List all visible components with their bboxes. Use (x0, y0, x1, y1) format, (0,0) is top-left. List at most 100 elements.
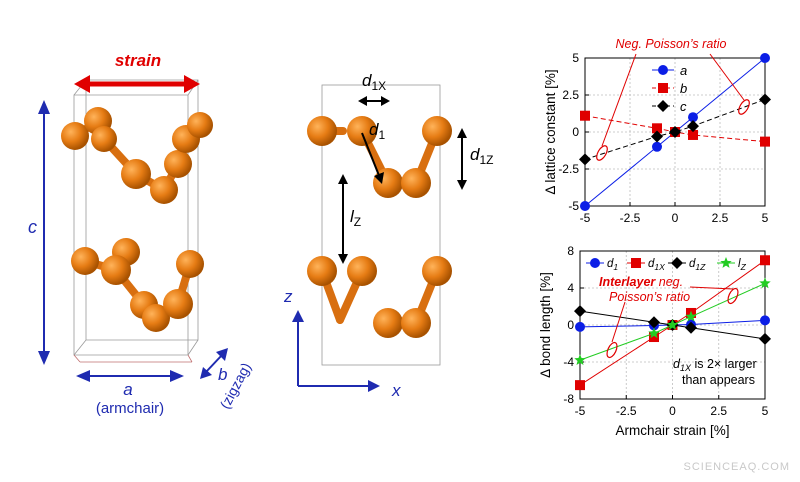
legend-marker-b (658, 83, 668, 93)
legend-marker-d1 (590, 258, 600, 268)
x-axis-title: Armchair strain [%] (615, 423, 729, 438)
legend-label-lZ: lZ (738, 258, 747, 272)
upper-layer-atoms (61, 107, 213, 204)
y-tick-label: 5 (572, 51, 579, 65)
d1z-label: d1Z (470, 145, 493, 167)
interlayer-annotation-line2: Poisson’s ratio (609, 290, 690, 304)
lattice-chart: -5 -2.5 0 2.5 5 -5 -2.5 0 2.5 5 Δ lattice constant… (543, 51, 771, 225)
x-tick-label: 0 (672, 211, 679, 225)
strain-arrow (74, 75, 200, 93)
d1x-note: d1X is 2× larger than appears (673, 357, 757, 387)
bond-chart: -5 -2.5 0 2.5 5 -8 -4 0 4 8 Δ bond length [%] Armch… (538, 244, 771, 438)
data-point-d1X (575, 380, 585, 391)
y-tick-label: -4 (563, 355, 574, 369)
data-point-d1X (649, 332, 659, 343)
data-point-c (651, 130, 663, 143)
data-point-b (760, 136, 770, 147)
y-axis-title: Δ lattice constant [%] (543, 69, 558, 194)
data-point-c (687, 120, 699, 133)
data-point-d1Z (685, 321, 697, 334)
legend-label-a: a (680, 63, 687, 78)
y-tick-label: 0 (567, 318, 574, 332)
d1x-arrow (358, 96, 390, 106)
a-axis-label: a (123, 380, 132, 399)
y-tick-label: -5 (568, 199, 579, 213)
y-tick-label: 2.5 (562, 88, 579, 102)
a-axis-arrow (76, 370, 184, 382)
lower-layer-atoms (71, 238, 204, 332)
legend-label-d1X: d1X (648, 258, 665, 272)
x-tick-label: 5 (762, 211, 769, 225)
x-tick-label: -2.5 (616, 404, 637, 418)
data-point-b (580, 110, 590, 121)
x-axis-label: x (391, 381, 401, 400)
data-point-a (580, 201, 590, 211)
data-point-b (688, 129, 698, 140)
y-tick-label: -2.5 (558, 162, 579, 176)
data-point-lZ (574, 354, 586, 365)
side-view-box (321, 84, 441, 366)
b-axis-arrow (200, 348, 228, 379)
d1x-label: d1X (362, 71, 386, 93)
data-point-d1Z (574, 305, 586, 318)
side-lower-atoms (307, 256, 452, 338)
interlayer-annotation: Interlayer neg. Poisson’s ratio (599, 275, 739, 359)
data-point-c (579, 153, 591, 166)
legend-marker-c (657, 100, 669, 112)
z-axis-label: z (283, 287, 293, 306)
d1-arrow (361, 132, 384, 184)
y-tick-label: 0 (572, 125, 579, 139)
x-tick-label: 2.5 (710, 404, 727, 418)
watermark: SCIENCEAQ.COM (683, 461, 790, 473)
x-tick-label: -5 (580, 211, 591, 225)
series-line-c (584, 98, 766, 160)
d1-label: d1 (369, 120, 385, 142)
y-axis-title: Δ bond length [%] (538, 272, 553, 378)
a-axis-sub: (armchair) (96, 400, 164, 417)
data-point-c (669, 126, 681, 138)
data-point-lZ (759, 277, 771, 289)
interlayer-annotation-line1: Interlayer neg. (599, 275, 683, 289)
c-axis-arrow (38, 100, 50, 365)
legend-label-c: c (680, 99, 687, 114)
legend-marker-lZ (720, 257, 732, 268)
x-tick-label: -5 (575, 404, 586, 418)
data-point-lZ (648, 327, 660, 339)
legend-label-d1: d1 (607, 258, 618, 272)
x-tick-label: 5 (762, 404, 769, 418)
data-point-a (688, 112, 698, 123)
d1x-note-line2: than appears (682, 373, 755, 387)
y-tick-label: 8 (567, 244, 574, 258)
b-axis-label: b (218, 365, 227, 384)
legend-marker-d1Z (671, 257, 683, 269)
d1z-arrow (457, 128, 467, 190)
poisson-annotation-text: Neg. Poisson’s ratio (616, 37, 727, 51)
data-point-b (652, 123, 662, 134)
legend-marker-d1X (631, 258, 641, 268)
c-axis-label: c (28, 217, 37, 237)
data-point-d1 (760, 315, 770, 326)
data-point-a (652, 141, 662, 152)
data-point-d1X (760, 255, 770, 266)
side-view-panel: d1X d1 d1Z lZ z x (283, 71, 493, 400)
data-point-d1Z (759, 332, 771, 345)
y-tick-label: 4 (567, 281, 574, 295)
side-upper-atoms (307, 116, 452, 198)
x-tick-label: 2.5 (712, 211, 729, 225)
legend-label-b: b (680, 81, 687, 96)
data-point-d1 (575, 321, 585, 332)
xz-axes (292, 310, 380, 392)
y-tick-label: -8 (563, 392, 574, 406)
data-point-d1Z (648, 316, 660, 329)
legend-label-d1Z: d1Z (689, 258, 706, 272)
data-point-lZ (666, 319, 679, 330)
legend-marker-a (658, 65, 668, 75)
x-tick-label: -2.5 (620, 211, 641, 225)
x-tick-label: 0 (669, 404, 676, 418)
poisson-annotation: Neg. Poisson’s ratio (596, 37, 750, 161)
unit-cell-panel: strain c a (armchair) b (zigzag) (28, 51, 254, 417)
data-point-lZ (685, 310, 697, 322)
d1x-note-line1: d1X is 2× larger (673, 357, 757, 373)
lz-arrow (338, 174, 348, 264)
